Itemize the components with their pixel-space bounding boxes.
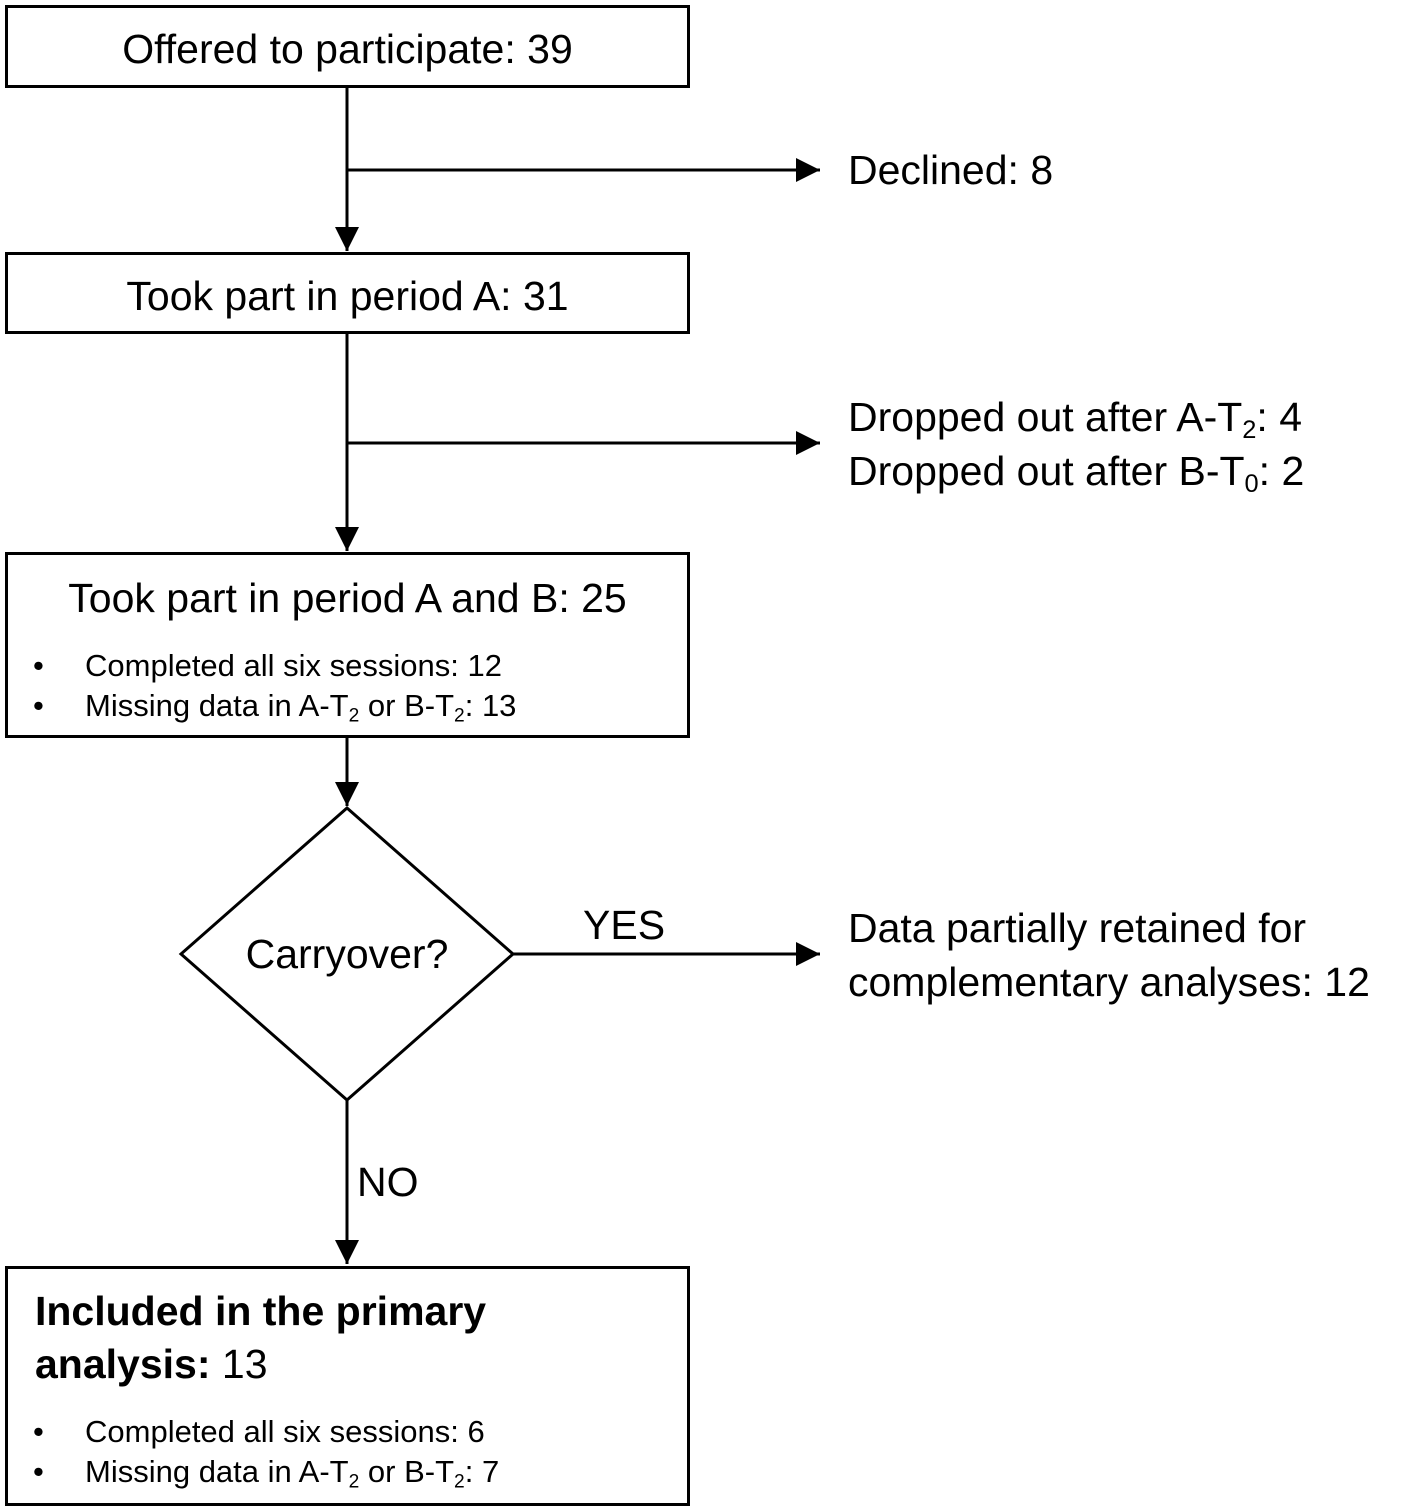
period-a-label: Took part in period A:	[126, 273, 512, 319]
list-item: • Completed all six sessions: 12	[8, 646, 687, 686]
subscript: 2	[348, 705, 360, 727]
bullet-text-part: Missing data in A-T	[85, 1454, 349, 1489]
primary-title-line2: analysis: 13	[35, 1338, 486, 1391]
dropout-text: Dropped out after B-T	[848, 448, 1245, 494]
primary-bullet-list: • Completed all six sessions: 6 • Missin…	[8, 1412, 687, 1492]
declined-note: Declined: 8	[848, 147, 1054, 193]
primary-analysis-box: Included in the primary analysis: 13 • C…	[5, 1266, 690, 1506]
primary-title-label: analysis:	[35, 1341, 211, 1387]
period-ab-title: Took part in period A and B: 25	[8, 578, 687, 619]
period-ab-box: Took part in period A and B: 25 • Comple…	[5, 552, 690, 738]
period-a-count: 31	[522, 273, 569, 319]
bullet-dot: •	[33, 688, 44, 723]
decision-question: Carryover?	[245, 931, 449, 977]
subscript: 2	[454, 1471, 465, 1493]
subscript: 2	[1242, 416, 1257, 445]
bullet-text-part: or B-T	[359, 1454, 455, 1489]
dropout-count: : 2	[1258, 448, 1305, 494]
offered-box: Offered to participate: 39	[5, 5, 690, 88]
period-a-text: Took part in period A: 31	[8, 276, 687, 317]
offered-count: 39	[527, 26, 573, 72]
primary-analysis-title: Included in the primary analysis: 13	[35, 1285, 486, 1391]
bullet-text-part: : 13	[464, 688, 517, 723]
period-ab-bullet-list: • Completed all six sessions: 12 • Missi…	[8, 646, 687, 726]
period-ab-count: 25	[581, 575, 627, 621]
bullet-text: Missing data in A-T2 or B-T2: 13	[85, 688, 517, 727]
bullet-text-part: Missing data in A-T	[85, 688, 349, 723]
bullet-text-part: or B-T	[359, 688, 455, 723]
list-item: • Missing data in A-T2 or B-T2: 13	[8, 686, 687, 726]
subscript: 2	[454, 705, 465, 727]
dropout-count: : 4	[1256, 394, 1302, 440]
offered-text: Offered to participate: 39	[8, 29, 687, 70]
retained-line2: complementary analyses: 12	[848, 959, 1370, 1005]
bullet-dot: •	[33, 1414, 44, 1449]
list-item: • Missing data in A-T2 or B-T2: 7	[8, 1452, 687, 1492]
offered-label: Offered to participate:	[122, 26, 516, 72]
bullet-dot: •	[33, 1454, 44, 1489]
subscript: 2	[348, 1471, 360, 1493]
bullet-text: Completed all six sessions: 6	[85, 1414, 485, 1449]
bullet-dot: •	[33, 648, 44, 683]
period-a-box: Took part in period A: 31	[5, 252, 690, 334]
dropout-text: Dropped out after A-T	[848, 394, 1243, 440]
period-ab-label: Took part in period A and B:	[68, 575, 570, 621]
retained-note: Data partially retained for complementar…	[848, 901, 1370, 1009]
bullet-text: Missing data in A-T2 or B-T2: 7	[85, 1454, 500, 1493]
bullet-text: Completed all six sessions: 12	[85, 648, 502, 683]
dropout-line-b: Dropped out after B-T0: 2	[848, 444, 1304, 498]
no-label: NO	[357, 1159, 419, 1205]
bullet-text-part: : 7	[464, 1454, 500, 1489]
subscript: 0	[1244, 470, 1259, 499]
primary-count: 13	[221, 1341, 268, 1387]
retained-line1: Data partially retained for	[848, 905, 1307, 951]
yes-label: YES	[583, 902, 666, 948]
primary-title-line1: Included in the primary	[35, 1288, 487, 1334]
dropout-note: Dropped out after A-T2: 4 Dropped out af…	[848, 390, 1304, 498]
list-item: • Completed all six sessions: 6	[8, 1412, 687, 1452]
dropout-line-a: Dropped out after A-T2: 4	[848, 390, 1304, 444]
